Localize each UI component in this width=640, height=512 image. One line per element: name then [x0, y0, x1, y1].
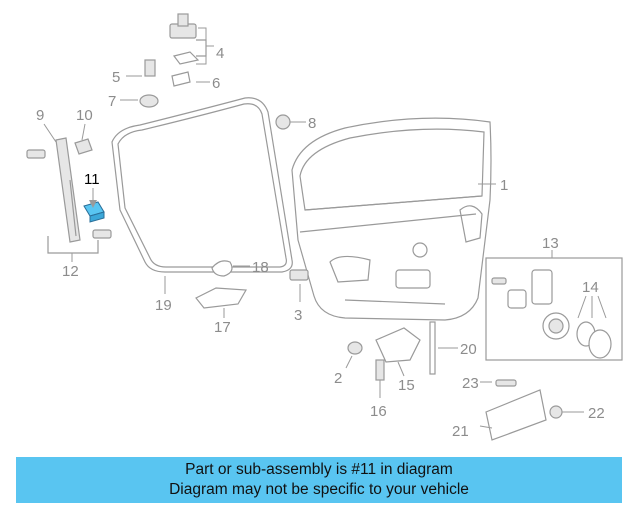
bracket-17 [195, 287, 247, 309]
callout-19: 19 [155, 297, 172, 314]
callout-15: 15 [398, 377, 415, 394]
callout-22: 22 [588, 405, 605, 422]
callout-4: 4 [216, 45, 224, 62]
callout-5: 5 [112, 69, 120, 86]
callout-20: 20 [460, 341, 477, 358]
callout-1: 1 [500, 177, 508, 194]
grommet-2 [347, 341, 363, 355]
leader-lines [43, 27, 607, 429]
latch-15 [375, 327, 421, 363]
banner-line-2: Diagram may not be specific to your vehi… [169, 481, 469, 498]
callout-6: 6 [212, 75, 220, 92]
callout-9: 9 [36, 107, 44, 124]
callout-16: 16 [370, 403, 387, 420]
callout-8: 8 [308, 115, 316, 132]
screw-23 [495, 379, 517, 387]
callout-2: 2 [334, 370, 342, 387]
liftgate-door [291, 117, 492, 321]
bolt-16 [375, 359, 385, 381]
callout-14: 14 [582, 279, 599, 296]
callout-10: 10 [76, 107, 93, 124]
callout-18: 18 [252, 259, 269, 276]
callout-11: 11 [84, 171, 100, 188]
callout-3: 3 [294, 307, 302, 324]
gas-strut [26, 137, 112, 254]
part-11-bumper [83, 201, 105, 223]
callout-21: 21 [452, 423, 469, 440]
hinge-assembly [139, 13, 291, 277]
callout-7: 7 [108, 93, 116, 110]
callout-23: 23 [462, 375, 479, 392]
banner-line-1: Part or sub-assembly is #11 in diagram [185, 461, 453, 478]
liftgate-seal [111, 97, 293, 273]
callout-17: 17 [214, 319, 231, 336]
plate-21 [485, 389, 547, 441]
callout-12: 12 [62, 263, 79, 280]
clip-10 [74, 138, 93, 155]
info-banner: Part or sub-assembly is #11 in diagram D… [16, 457, 622, 503]
rod-20 [429, 321, 436, 375]
bolt-3 [289, 269, 309, 281]
lock-assembly-box [485, 257, 623, 361]
screw-22 [549, 405, 563, 419]
callout-labels: 1 2 3 4 5 6 7 8 9 10 11 12 13 14 15 16 1… [36, 45, 605, 440]
callout-13: 13 [542, 235, 559, 252]
